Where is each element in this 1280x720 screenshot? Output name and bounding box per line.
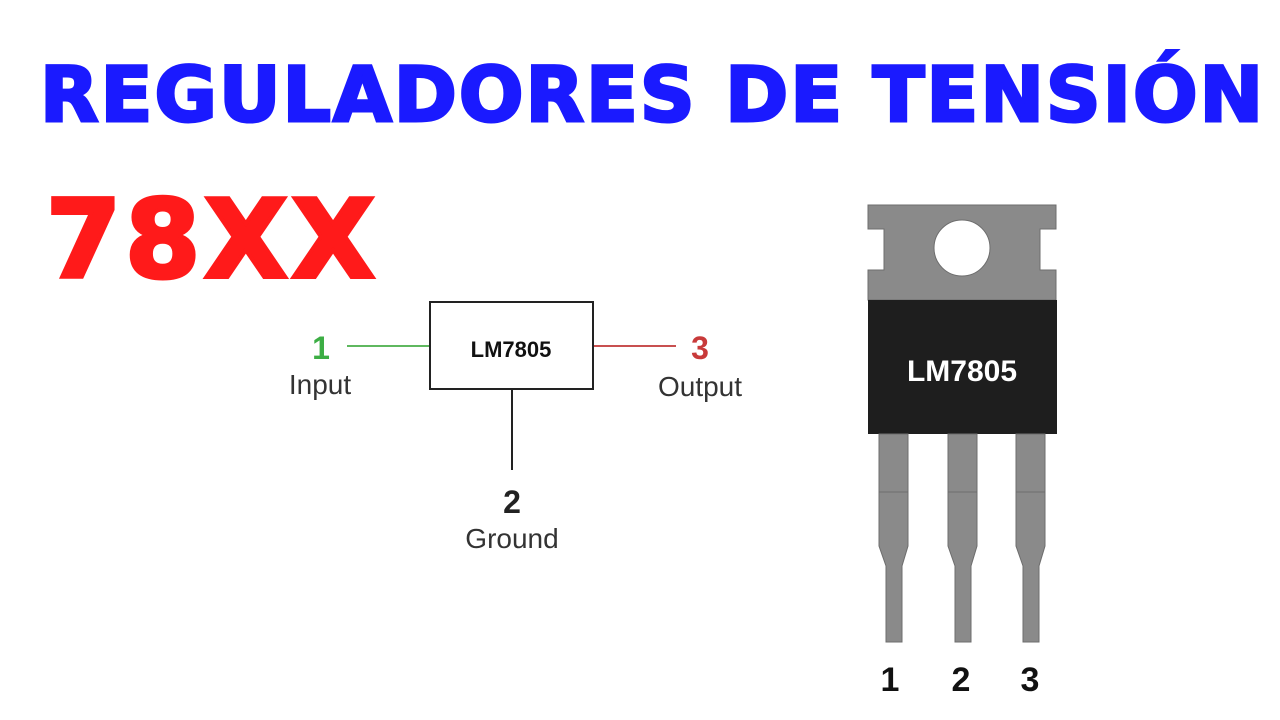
series-title: 78XX <box>44 176 379 305</box>
package-part-label: LM7805 <box>907 355 1017 388</box>
pin-1-name: Input <box>289 369 351 400</box>
regulator-box <box>429 301 594 390</box>
to220-package: LM7805 1 2 3 <box>867 204 1057 699</box>
lead-2 <box>947 433 978 643</box>
package-body <box>868 300 1057 434</box>
pin-3-number: 3 <box>691 330 709 366</box>
pin-3-name: Output <box>658 371 742 402</box>
lead-2-number: 2 <box>952 661 971 699</box>
lead-1-number: 1 <box>881 661 900 699</box>
lead-3-number: 3 <box>1021 661 1040 699</box>
schematic-diagram: LM7805 1 Input 3 Output 2 Ground <box>289 301 742 554</box>
lead-3 <box>1015 433 1046 643</box>
lead-1 <box>878 433 909 643</box>
schematic-part-label: LM7805 <box>471 337 552 362</box>
pin-2-number: 2 <box>503 484 521 520</box>
mounting-hole <box>933 219 991 277</box>
main-title: REGULADORES DE TENSIÓN <box>39 49 1266 141</box>
pin-1-number: 1 <box>312 330 330 366</box>
pin-2-name: Ground <box>465 523 558 554</box>
